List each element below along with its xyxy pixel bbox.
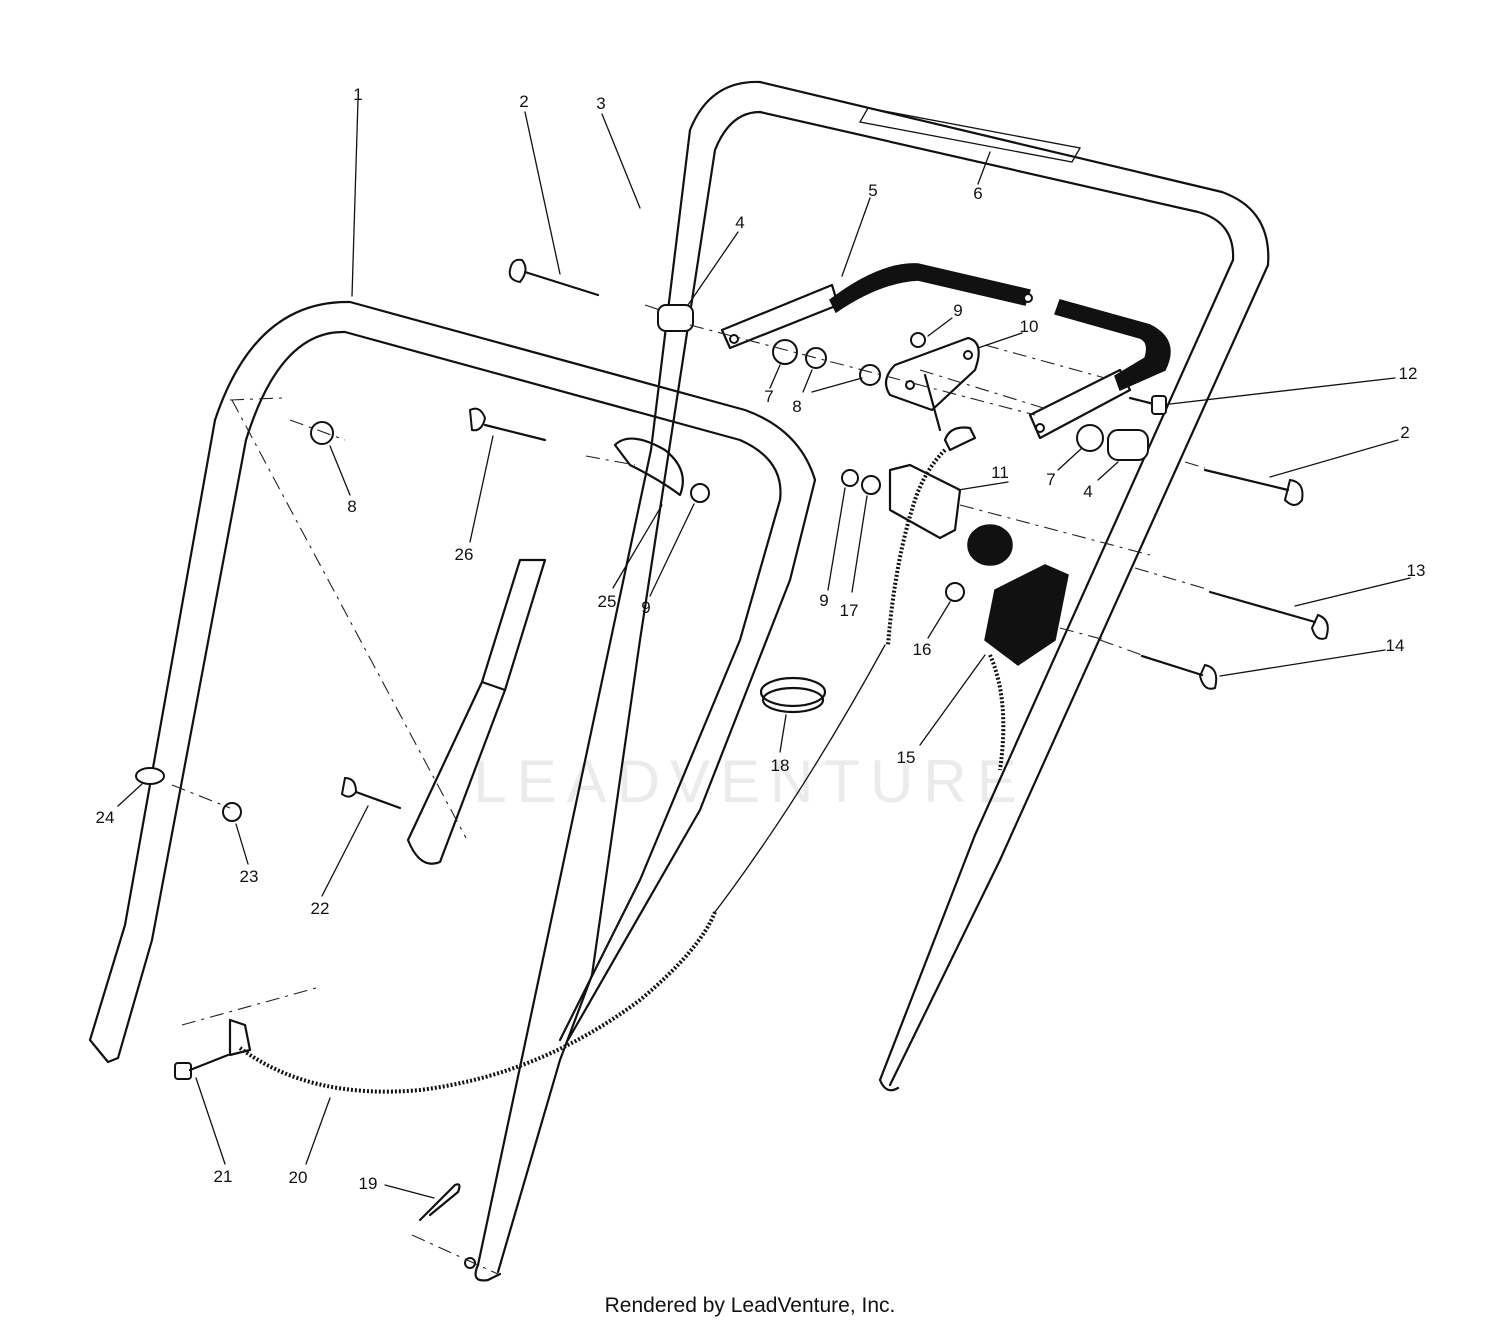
callout-22: 22 (311, 899, 330, 918)
control-bail (720, 263, 1171, 440)
upper-handle (464, 80, 1270, 1282)
watermark-text: LEADVENTURE (473, 748, 1026, 815)
callout-17: 17 (840, 601, 859, 620)
leader-lines (117, 99, 1411, 1276)
callout-20: 20 (289, 1168, 308, 1187)
callout-8: 8 (792, 397, 801, 416)
callout-7: 7 (764, 387, 773, 406)
callout-3: 3 (596, 94, 605, 113)
callout-9: 9 (953, 301, 962, 320)
callout-2: 2 (1400, 423, 1409, 442)
hardware (135, 258, 1329, 1222)
callout-6: 6 (973, 184, 982, 203)
callout-15: 15 (897, 748, 916, 767)
callout-4: 4 (735, 213, 744, 232)
callout-18: 18 (771, 756, 790, 775)
callout-13: 13 (1407, 561, 1426, 580)
callout-9: 9 (641, 598, 650, 617)
throttle-control (967, 524, 1069, 771)
callout-11: 11 (991, 463, 1009, 482)
callout-25: 25 (598, 592, 617, 611)
callout-8: 8 (347, 497, 356, 516)
parts-diagram: LEADVENTURE (88, 80, 1426, 1282)
footer-credit: Rendered by LeadVenture, Inc. (604, 1294, 896, 1317)
bracket (884, 336, 980, 432)
callout-12: 12 (1399, 364, 1418, 383)
callout-23: 23 (240, 867, 259, 886)
callout-4: 4 (1083, 482, 1092, 501)
callout-2: 2 (519, 92, 528, 111)
callout-26: 26 (455, 545, 474, 564)
callout-7: 7 (1046, 470, 1055, 489)
cable (228, 644, 886, 1094)
callout-1: 1 (353, 85, 362, 104)
callout-21: 21 (214, 1167, 233, 1186)
lower-handle (88, 300, 817, 1064)
callout-10: 10 (1020, 317, 1039, 336)
callout-9: 9 (819, 591, 828, 610)
callout-24: 24 (96, 808, 115, 827)
callout-14: 14 (1386, 636, 1405, 655)
callout-labels: 1 2 2 3 4 4 5 6 7 7 8 8 9 9 9 10 11 12 1… (96, 85, 1426, 1193)
callout-5: 5 (868, 181, 877, 200)
callout-19: 19 (359, 1174, 378, 1193)
callout-16: 16 (913, 640, 932, 659)
switch-box (886, 426, 977, 646)
